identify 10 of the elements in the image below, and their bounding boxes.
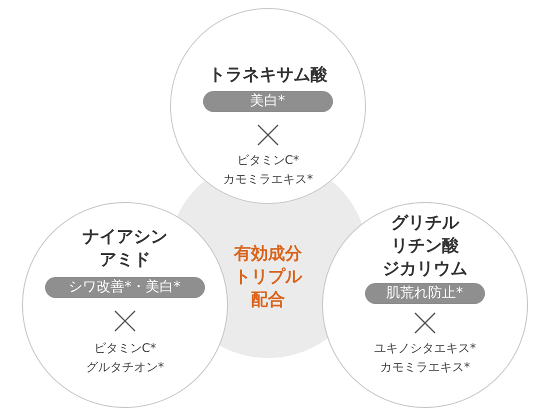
effect-tag: 肌荒れ防止* bbox=[364, 282, 484, 304]
effect-tag: シワ改善*・美白* bbox=[44, 276, 204, 298]
ingredient-name: ナイアシンアミド bbox=[82, 226, 168, 272]
highlight-text: 有効成分トリプル配合 bbox=[232, 243, 304, 312]
effect-tag: 美白* bbox=[202, 90, 332, 112]
ingredient-name: グリチルリチン酸ジカリウム bbox=[382, 212, 468, 280]
ingredient-name: トラネキサム酸 bbox=[208, 64, 328, 86]
combined-ingredients: ユキノシタエキス*カモミラエキス* bbox=[373, 340, 477, 376]
combined-ingredients: ビタミンC*カモミラエキス* bbox=[222, 152, 314, 188]
combined-ingredients: ビタミンC*グルタチオン* bbox=[85, 340, 165, 376]
